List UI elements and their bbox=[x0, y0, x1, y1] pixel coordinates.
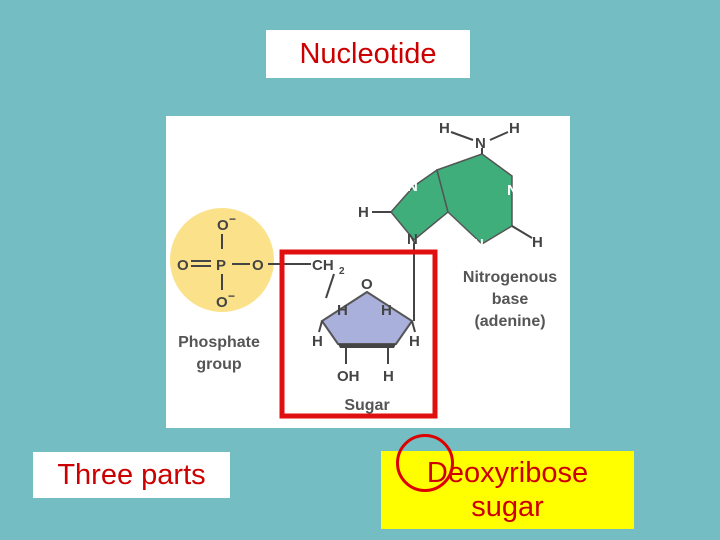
nucleotide-figure: O − O P O O − Phosphate group CH 2 O H bbox=[166, 116, 570, 428]
base-h-left: H bbox=[358, 204, 369, 221]
phosphate-o-bottom: O bbox=[216, 294, 228, 311]
sugar-ring-o: O bbox=[361, 276, 373, 293]
base-n-top-left: N bbox=[407, 178, 418, 195]
phosphate-o-right: O bbox=[252, 257, 264, 274]
sugar-ring-bold-edge bbox=[338, 344, 396, 348]
base-n-bottom-mid: N bbox=[473, 236, 484, 253]
base-h-bottom-right: H bbox=[532, 234, 543, 251]
base-h-amino-right: H bbox=[509, 120, 520, 137]
sugar-ch2-subscript: 2 bbox=[339, 266, 345, 277]
sugar-c1-h-bond bbox=[411, 320, 416, 333]
de-circle-annotation bbox=[396, 434, 454, 492]
sugar-h-inner-left: H bbox=[337, 302, 348, 319]
base-n-bottom-left: N bbox=[407, 231, 418, 248]
phosphate-o-top: O bbox=[217, 217, 229, 234]
amino-h-right-bond bbox=[489, 131, 509, 141]
sugar-ch2: CH bbox=[312, 257, 334, 274]
base-label-2: base bbox=[492, 291, 529, 308]
sugar: CH 2 O H H H H OH H Sugar bbox=[312, 257, 420, 414]
phosphate-o-left: O bbox=[177, 257, 189, 274]
base-n-amino: N bbox=[475, 135, 486, 152]
phosphate-o-bottom-charge: − bbox=[228, 289, 235, 303]
base-pyrimidine-ring bbox=[436, 153, 513, 245]
sugar-ring bbox=[320, 290, 414, 345]
base-n-right: N bbox=[507, 182, 518, 199]
phosphate-label-2: group bbox=[196, 356, 242, 373]
sugar-label: Sugar bbox=[344, 397, 389, 414]
ch2-ring-bond bbox=[325, 273, 335, 299]
three-parts-text: Three parts bbox=[57, 458, 206, 491]
base-imidazole-ring bbox=[390, 168, 449, 242]
phosphate-p: P bbox=[216, 257, 226, 274]
sugar-h-bottom: H bbox=[383, 368, 394, 385]
sugar-oh: OH bbox=[337, 368, 360, 385]
sugar-highlight-box bbox=[279, 249, 438, 419]
slide-title: Nucleotide bbox=[266, 30, 470, 78]
sugar-c4-h-bond bbox=[318, 320, 323, 333]
base-label-1: Nitrogenous bbox=[463, 269, 557, 286]
three-parts-label: Three parts bbox=[33, 452, 230, 498]
base-c2-h-bond bbox=[511, 225, 533, 239]
base-h-amino-left: H bbox=[439, 120, 450, 137]
amino-h-left-bond bbox=[450, 131, 474, 141]
base-label-3: (adenine) bbox=[474, 313, 545, 330]
title-text: Nucleotide bbox=[299, 37, 437, 70]
sugar-h-outer-left: H bbox=[312, 333, 323, 350]
phosphate-o-top-charge: − bbox=[229, 212, 236, 226]
nitrogenous-base: H N H N N H N N H Nitrogenous base (aden… bbox=[358, 120, 557, 330]
phosphate-label-1: Phosphate bbox=[178, 334, 260, 351]
sugar-h-inner-right: H bbox=[381, 302, 392, 319]
phosphate-group: O − O P O O − Phosphate group bbox=[170, 208, 274, 373]
phosphate-circle bbox=[170, 208, 274, 312]
sugar-text: sugar bbox=[471, 491, 544, 523]
sugar-h-outer-right: H bbox=[409, 333, 420, 350]
